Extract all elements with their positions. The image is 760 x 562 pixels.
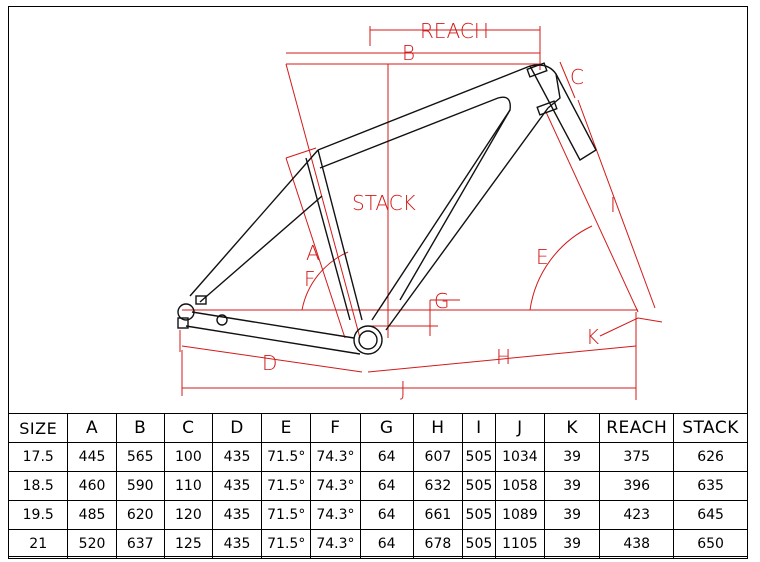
value-cell: 74.3°: [310, 500, 361, 530]
a-label: A: [306, 241, 320, 265]
size-cell: 17.5: [7, 442, 69, 472]
value-cell: 423: [599, 500, 675, 530]
d-dimension-line: [181, 345, 363, 373]
header-cell: K: [543, 413, 601, 443]
c-dimension-line: [559, 61, 576, 99]
value-cell: 435: [211, 442, 263, 472]
h-dimension-line: [367, 345, 637, 373]
stack-label: STACK: [352, 191, 416, 215]
value-cell: 39: [543, 500, 601, 530]
f-angle-arc: [301, 251, 349, 311]
header-cell: D: [211, 413, 263, 443]
value-cell: 635: [673, 471, 748, 501]
j-label: J: [400, 377, 406, 401]
value-cell: 1034: [494, 442, 545, 472]
value-cell: 590: [115, 471, 165, 501]
size-cell: 19.5: [7, 500, 69, 530]
value-cell: 1058: [494, 471, 545, 501]
header-cell: B: [115, 413, 165, 443]
i-dimension-line: [577, 99, 656, 309]
value-cell: 1105: [494, 529, 545, 559]
value-cell: 64: [359, 500, 414, 530]
value-cell: 64: [359, 529, 414, 559]
value-cell: 125: [163, 529, 213, 559]
e-label: E: [536, 245, 549, 269]
value-cell: 74.3°: [310, 529, 361, 559]
value-cell: 435: [211, 500, 263, 530]
value-cell: 460: [67, 471, 117, 501]
e-angle-arc: [529, 225, 593, 311]
value-cell: 71.5°: [261, 529, 312, 559]
value-cell: 396: [599, 471, 675, 501]
value-cell: 650: [673, 529, 748, 559]
header-cell: H: [412, 413, 464, 443]
c-label: C: [570, 65, 584, 89]
value-cell: 39: [543, 471, 601, 501]
value-cell: 505: [462, 442, 496, 472]
header-cell: I: [462, 413, 496, 443]
value-cell: 661: [412, 500, 464, 530]
header-cell: STACK: [673, 413, 748, 443]
value-cell: 375: [599, 442, 675, 472]
b-label: B: [402, 41, 415, 65]
value-cell: 435: [211, 529, 263, 559]
value-cell: 620: [115, 500, 165, 530]
header-cell: G: [359, 413, 414, 443]
value-cell: 438: [599, 529, 675, 559]
value-cell: 505: [462, 471, 496, 501]
value-cell: 71.5°: [261, 471, 312, 501]
header-cell: J: [494, 413, 545, 443]
size-cell: 18.5: [7, 471, 69, 501]
value-cell: 71.5°: [261, 442, 312, 472]
f-label: F: [304, 267, 316, 291]
i-label: I: [610, 193, 616, 217]
size-cell: 21: [7, 529, 69, 559]
frame-geometry-diagram: REACH B C STACK I E A F G K D H J: [177, 19, 663, 401]
header-cell: A: [67, 413, 117, 443]
k-label: K: [586, 325, 599, 349]
value-cell: 632: [412, 471, 464, 501]
d-label: D: [262, 351, 277, 375]
value-cell: 505: [462, 500, 496, 530]
bike-frame-outline: [177, 62, 597, 355]
value-cell: 39: [543, 442, 601, 472]
header-cell: F: [310, 413, 361, 443]
g-label: G: [434, 289, 450, 313]
value-cell: 74.3°: [310, 442, 361, 472]
value-cell: 445: [67, 442, 117, 472]
value-cell: 626: [673, 442, 748, 472]
value-cell: 520: [67, 529, 117, 559]
value-cell: 100: [163, 442, 213, 472]
header-cell: REACH: [599, 413, 675, 443]
a-dimension-line: [285, 157, 346, 339]
value-cell: 505: [462, 529, 496, 559]
header-cell: E: [261, 413, 312, 443]
value-cell: 71.5°: [261, 500, 312, 530]
value-cell: 64: [359, 471, 414, 501]
header-cell: SIZE: [7, 413, 69, 443]
value-cell: 64: [359, 442, 414, 472]
value-cell: 678: [412, 529, 464, 559]
value-cell: 435: [211, 471, 263, 501]
value-cell: 1089: [494, 500, 545, 530]
header-cell: C: [163, 413, 213, 443]
value-cell: 120: [163, 500, 213, 530]
value-cell: 607: [412, 442, 464, 472]
value-cell: 39: [543, 529, 601, 559]
value-cell: 565: [115, 442, 165, 472]
value-cell: 74.3°: [310, 471, 361, 501]
value-cell: 637: [115, 529, 165, 559]
value-cell: 645: [673, 500, 748, 530]
value-cell: 485: [67, 500, 117, 530]
k-dimension-line: [599, 317, 639, 337]
h-label: H: [496, 345, 511, 369]
reach-label: REACH: [420, 19, 489, 43]
value-cell: 110: [163, 471, 213, 501]
